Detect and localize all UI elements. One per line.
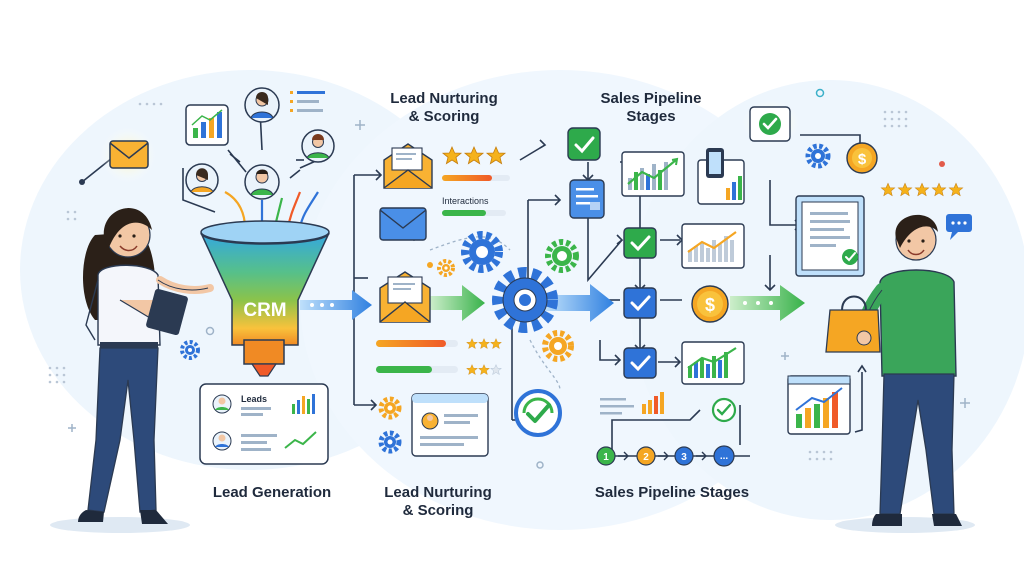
- mini-report: [600, 392, 664, 415]
- chart-card: [787, 375, 851, 435]
- crm-funnel: CRM: [200, 220, 330, 377]
- gear-icon: [437, 259, 455, 277]
- gear-icon: [492, 267, 558, 333]
- rating-stars: [466, 338, 502, 375]
- dot: [427, 262, 433, 268]
- dollar-coin-icon: $: [691, 285, 729, 323]
- check-box: [623, 347, 657, 379]
- node-dot: [79, 179, 85, 185]
- interactions-label: Interactions: [442, 196, 489, 206]
- chart-card: [621, 151, 685, 197]
- coin-symbol: $: [705, 295, 715, 315]
- progress-fill: [442, 210, 486, 216]
- gear-icon: [461, 231, 503, 273]
- score-bars: [376, 340, 458, 373]
- leads-card-title: Leads: [241, 394, 267, 404]
- gear-icon: [378, 430, 402, 454]
- bottom-pipeline-heading: Sales Pipeline Stages: [595, 484, 749, 501]
- rating-stars: [880, 182, 964, 197]
- open-envelope-icon: [379, 271, 431, 323]
- svg-text:3: 3: [681, 452, 687, 463]
- check-circle-icon: [514, 389, 562, 437]
- leads-card: Leads: [199, 383, 329, 465]
- top-pipeline-heading-line2: Stages: [626, 108, 675, 125]
- dollar-coin-icon: $: [846, 142, 878, 174]
- svg-text:...: ...: [720, 451, 729, 462]
- section-headings: Lead Nurturing & Scoring Sales Pipeline …: [213, 90, 749, 519]
- dot: [939, 161, 945, 167]
- check-box: [623, 227, 657, 259]
- top-nurturing-heading-line2: & Scoring: [409, 108, 480, 125]
- ring-dot: [815, 88, 825, 98]
- envelope-icon: [379, 207, 427, 241]
- check-circle-icon: [711, 397, 737, 423]
- pipeline-step: ...: [713, 445, 735, 467]
- chart-icon: [185, 104, 229, 146]
- dashed-trail: [529, 339, 561, 391]
- rating-stars: [441, 145, 507, 165]
- ring-dot: [536, 461, 544, 469]
- profile-card: [411, 393, 489, 457]
- woman-figure: [78, 208, 214, 524]
- top-nurturing-heading-line1: Lead Nurturing: [390, 90, 498, 107]
- avatar-icon: [244, 87, 280, 123]
- chart-card: [681, 341, 745, 385]
- document-icon: [569, 179, 605, 219]
- dot-grids: [48, 102, 908, 461]
- coin-symbol: $: [858, 151, 867, 168]
- pipeline-step: 2: [636, 446, 656, 466]
- document-icon: [795, 195, 865, 277]
- flow-arrow: [730, 285, 805, 321]
- gear-icon: [180, 340, 200, 360]
- gear-icon: [805, 143, 831, 169]
- avatar-icon: [301, 129, 335, 163]
- top-pipeline-heading-line1: Sales Pipeline: [601, 90, 702, 107]
- progress-fill: [442, 175, 492, 181]
- gear-icon: [542, 330, 574, 362]
- flow-arrow: [545, 284, 614, 322]
- pipeline-steps: 1 2 3 ...: [596, 445, 750, 467]
- dashed-trail: [429, 236, 511, 251]
- flow-arrow: [300, 290, 372, 320]
- svg-text:2: 2: [643, 452, 649, 463]
- chat-icon: [946, 214, 972, 240]
- bottom-nurturing-heading-line2: & Scoring: [403, 502, 474, 519]
- ring-dot: [205, 326, 215, 336]
- flow-arrow: [430, 285, 485, 321]
- check-box: [623, 287, 657, 319]
- bottom-nurturing-heading-line1: Lead Nurturing: [384, 484, 492, 501]
- check-box: [567, 127, 601, 161]
- phone-chart-card: [697, 148, 745, 205]
- envelope-icon: [100, 127, 156, 183]
- contact-lines: [290, 91, 325, 112]
- gear-icon: [545, 239, 579, 273]
- svg-text:1: 1: [603, 452, 609, 463]
- gear-icon: [378, 396, 402, 420]
- bottom-generation-heading: Lead Generation: [213, 484, 331, 501]
- man-figure: [825, 214, 962, 526]
- chart-card: [681, 223, 745, 269]
- pipeline-step: 3: [674, 446, 694, 466]
- open-envelope-icon: [383, 143, 433, 189]
- pipeline-step: 1: [596, 446, 616, 466]
- arrow-dots: [743, 301, 773, 305]
- arrow-dots: [310, 303, 334, 307]
- funnel-label: CRM: [243, 300, 286, 321]
- check-box: [742, 100, 800, 146]
- avatar-icon: [244, 164, 280, 200]
- avatar-icon: [185, 163, 219, 197]
